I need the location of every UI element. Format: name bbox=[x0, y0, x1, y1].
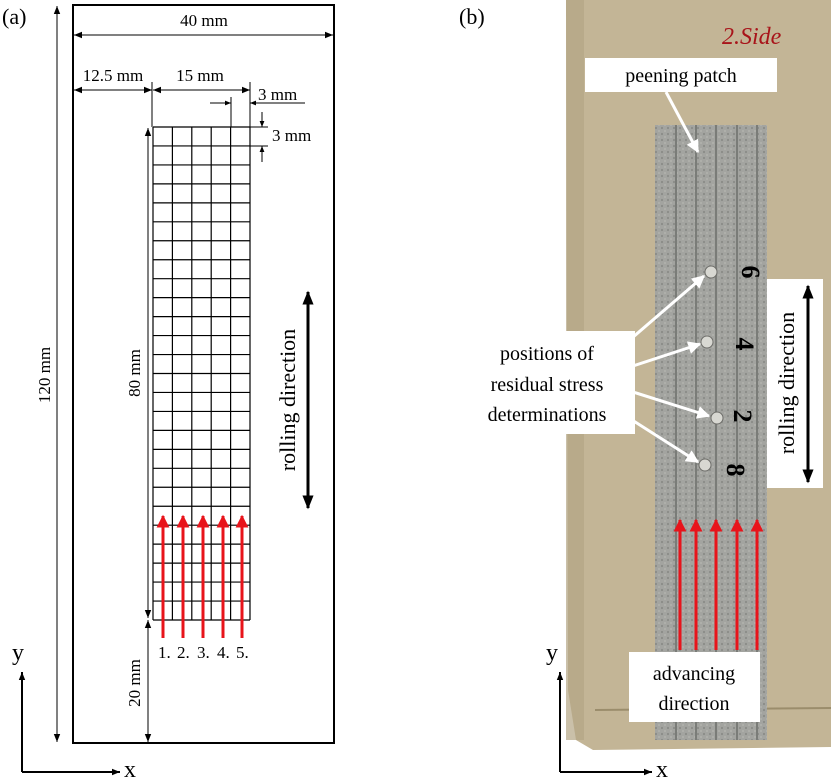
axis-x-label-b: x bbox=[656, 757, 668, 777]
peening-label-box bbox=[585, 58, 777, 92]
positions-pointer-2 bbox=[632, 341, 702, 368]
specimen-side-mark: 2.Side bbox=[722, 24, 782, 50]
panel-b: (b) 2.Side 6 4 2 8 peening patch positio… bbox=[459, 0, 831, 777]
axis-x-label-a: x bbox=[124, 757, 136, 777]
panel-a: (a) 40 mm 12.5 mm 15 mm 3 mm 3 mm 120 mm bbox=[2, 4, 335, 777]
dim-cell-w: 3 mm bbox=[258, 85, 297, 104]
dim-patch-height: 80 mm bbox=[125, 349, 144, 397]
measurement-point-1 bbox=[704, 265, 718, 279]
panel-b-label: (b) bbox=[459, 4, 485, 29]
dim-left-margin: 12.5 mm bbox=[83, 66, 143, 85]
dim-patch-width: 15 mm bbox=[176, 66, 224, 85]
advancing-label-line-2: direction bbox=[658, 693, 729, 715]
peening-patch-photo bbox=[655, 125, 767, 740]
peening-pointer bbox=[664, 91, 700, 154]
dim-cell-h: 3 mm bbox=[272, 126, 311, 145]
positions-pointer-1 bbox=[631, 274, 705, 340]
point-mark-8: 8 bbox=[721, 464, 750, 477]
advancing-arrows-b bbox=[673, 518, 764, 650]
rolling-direction-label-b: rolling direction bbox=[774, 312, 799, 454]
advancing-label-line-1: advancing bbox=[653, 663, 735, 685]
positions-label-line-3: determinations bbox=[488, 404, 607, 426]
dim-height-total: 120 mm bbox=[35, 347, 54, 403]
track-label-3: 3. bbox=[197, 643, 210, 662]
point-mark-2: 2 bbox=[728, 410, 757, 423]
panel-a-label: (a) bbox=[2, 4, 26, 29]
positions-pointer-4 bbox=[631, 418, 700, 464]
positions-label-line-2: residual stress bbox=[491, 374, 604, 396]
track-label-2: 2. bbox=[177, 643, 190, 662]
positions-pointer-3 bbox=[632, 390, 711, 419]
track-label-1: 1. bbox=[158, 643, 171, 662]
dim-width-total: 40 mm bbox=[180, 11, 228, 30]
measurement-point-4 bbox=[698, 458, 712, 472]
rolling-direction-label-a: rolling direction bbox=[275, 329, 300, 471]
specimen-outline bbox=[72, 4, 335, 744]
axis-y-label-b: y bbox=[546, 640, 558, 666]
advancing-label-box bbox=[629, 652, 760, 722]
rolling-label-box-b bbox=[767, 279, 823, 488]
positions-label-line-1: positions of bbox=[500, 343, 594, 365]
peening-patch-label: peening patch bbox=[625, 65, 737, 87]
advancing-arrows-a bbox=[156, 514, 249, 638]
measurement-point-2 bbox=[700, 335, 714, 349]
point-mark-6: 6 bbox=[736, 266, 765, 279]
track-label-5: 5. bbox=[236, 643, 249, 662]
point-mark-4: 4 bbox=[730, 338, 759, 351]
dim-bottom-margin: 20 mm bbox=[125, 659, 144, 707]
positions-label-box bbox=[459, 331, 635, 434]
measurement-point-3 bbox=[710, 411, 724, 425]
axis-y-label-a: y bbox=[12, 640, 24, 666]
track-label-4: 4. bbox=[217, 643, 230, 662]
